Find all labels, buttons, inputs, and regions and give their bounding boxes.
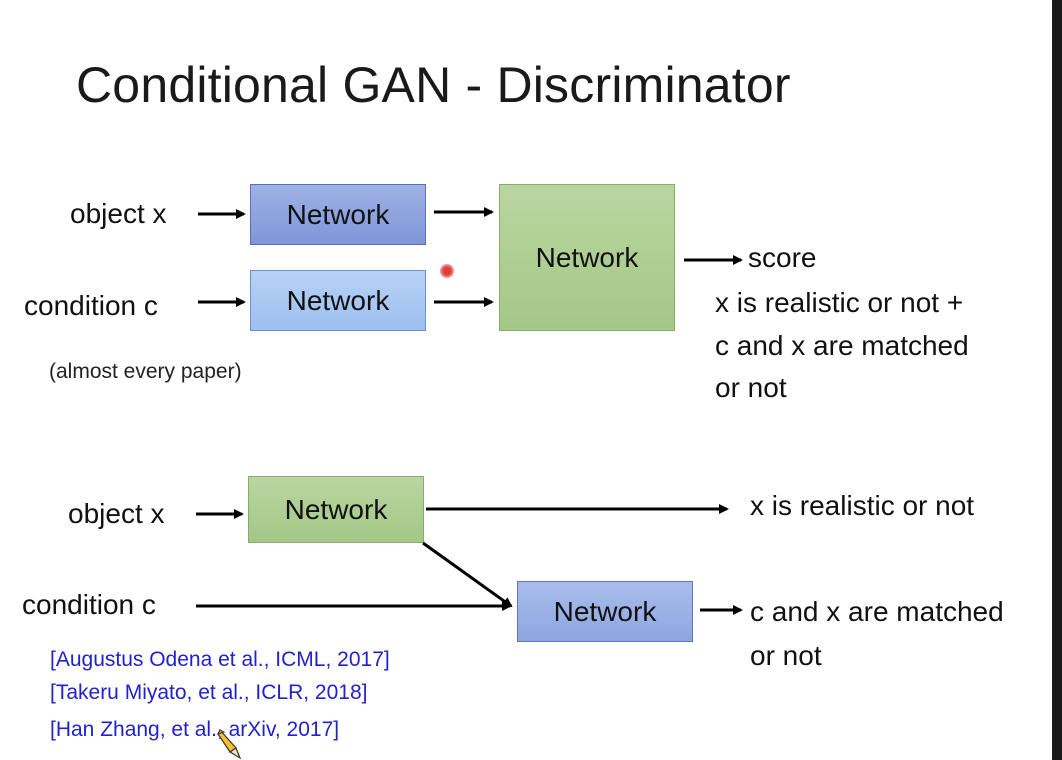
top-note: (almost every paper) <box>49 360 242 383</box>
reference-1[interactable]: [Augustus Odena et al., ICML, 2017] <box>50 648 390 671</box>
laser-pointer-icon <box>440 264 454 278</box>
top-output-score-label: score <box>748 242 817 273</box>
reference-3[interactable]: [Han Zhang, et al., arXiv, 2017] <box>50 718 340 741</box>
arrow-bottom-network-to-match <box>422 541 513 608</box>
top-network-main-box: Network <box>499 184 675 331</box>
bottom-network-match-label: Network <box>553 595 657 627</box>
bottom-network-match-box: Network <box>517 581 693 642</box>
top-network-x-label: Network <box>286 198 390 230</box>
bottom-input-object-label: object x <box>68 498 165 529</box>
top-network-x-box: Network <box>250 184 426 245</box>
top-description-line-2: c and x are matched <box>715 330 969 361</box>
bottom-input-condition-label: condition c <box>22 589 156 620</box>
top-input-object-label: object x <box>70 198 167 229</box>
top-network-c-label: Network <box>286 284 390 316</box>
bottom-output-realistic-label: x is realistic or not <box>750 490 975 521</box>
top-description-line-1: x is realistic or not + <box>715 287 964 318</box>
top-input-condition-label: condition c <box>24 290 158 321</box>
bottom-output-match-line-1: c and x are matched <box>750 596 1004 627</box>
bottom-network-x-box: Network <box>248 476 424 543</box>
top-network-main-label: Network <box>535 241 639 273</box>
slide-title: Conditional GAN - Discriminator <box>76 57 791 113</box>
pencil-cursor-icon <box>217 728 242 760</box>
bottom-output-match-line-2: or not <box>750 640 822 671</box>
top-network-c-box: Network <box>250 270 426 331</box>
window-right-edge <box>1052 0 1062 760</box>
reference-2[interactable]: [Takeru Miyato, et al., ICLR, 2018] <box>50 681 368 704</box>
top-description-line-3: or not <box>715 372 787 403</box>
bottom-network-x-label: Network <box>284 493 388 525</box>
